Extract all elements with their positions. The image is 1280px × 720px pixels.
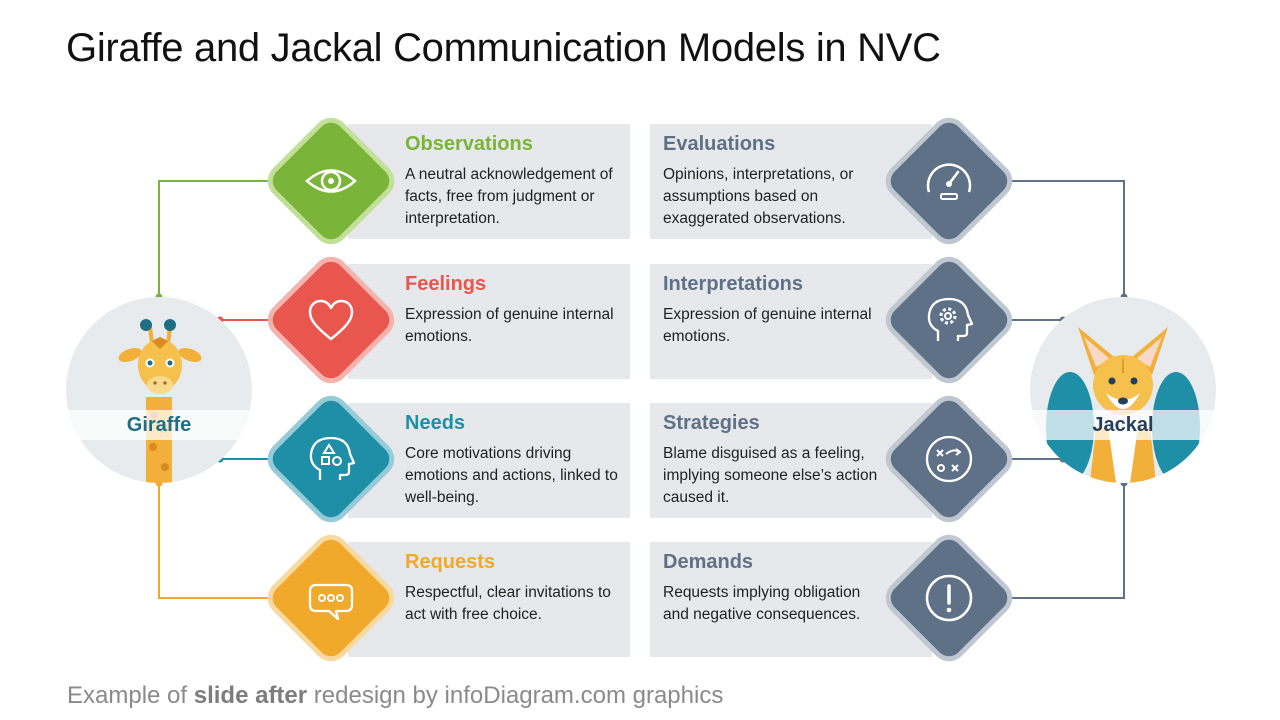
giraffe-avatar: Giraffe bbox=[66, 297, 252, 483]
giraffe-illustration bbox=[118, 319, 202, 483]
footer-suffix: redesign by infoDiagram.com graphics bbox=[307, 682, 724, 709]
giraffe-name-band bbox=[66, 410, 252, 440]
feelings-text: Expression of genuine internal emotions. bbox=[405, 306, 614, 345]
slide-title: Giraffe and Jackal Communication Models … bbox=[66, 26, 941, 70]
observations-title: Observations bbox=[405, 133, 533, 155]
observations-diamond bbox=[267, 117, 395, 245]
strategies-title: Strategies bbox=[663, 412, 760, 434]
feelings-title: Feelings bbox=[405, 273, 487, 295]
eye-icon bbox=[305, 169, 357, 193]
requests-title: Requests bbox=[405, 551, 496, 573]
speech-bubble-icon bbox=[308, 583, 354, 621]
needs-title: Needs bbox=[405, 412, 466, 434]
needs-diamond bbox=[267, 395, 395, 523]
needs-text: Core motivations driving emotions and ac… bbox=[405, 445, 618, 506]
strategies-text: Blame disguised as a feeling, implying s… bbox=[663, 445, 878, 506]
footer-caption: Example of slide after redesign by infoD… bbox=[67, 682, 723, 710]
footer-bold: slide after bbox=[193, 682, 308, 709]
gauge-icon bbox=[926, 163, 972, 200]
jackal-illustration bbox=[1046, 327, 1200, 483]
demands-title: Demands bbox=[663, 551, 754, 573]
demands-card: Demands Requests implying obligation and… bbox=[650, 542, 932, 657]
exclamation-icon bbox=[925, 574, 973, 622]
jackal-label: Jackal bbox=[1092, 414, 1154, 436]
demands-text: Requests implying obligation and negativ… bbox=[663, 584, 861, 623]
feelings-diamond bbox=[267, 256, 395, 384]
interpretations-text: Expression of genuine internal emotions. bbox=[663, 306, 872, 345]
head-shapes-icon bbox=[309, 436, 356, 480]
heart-icon bbox=[308, 299, 354, 341]
demands-diamond bbox=[885, 534, 1013, 662]
head-gear-icon bbox=[927, 297, 974, 341]
requests-diamond bbox=[267, 534, 395, 662]
footer-prefix: Example of bbox=[67, 682, 194, 709]
strategy-icon bbox=[925, 435, 973, 483]
requests-text: Respectful, clear invitations to act wit… bbox=[405, 584, 611, 623]
observations-text: A neutral acknowledgement of facts, free… bbox=[405, 166, 613, 227]
evaluations-card: Evaluations Opinions, interpretations, o… bbox=[650, 124, 932, 239]
interpretations-diamond bbox=[885, 256, 1013, 384]
feelings-card: Feelings Expression of genuine internal … bbox=[348, 264, 630, 379]
jackal-avatar: Jackal bbox=[1030, 297, 1216, 483]
interpretations-title: Interpretations bbox=[663, 273, 804, 295]
giraffe-label: Giraffe bbox=[126, 414, 192, 436]
interpretations-card: Interpretations Expression of genuine in… bbox=[650, 264, 932, 379]
strategies-diamond bbox=[885, 395, 1013, 523]
evaluations-diamond bbox=[885, 117, 1013, 245]
jackal-name-band bbox=[1030, 410, 1216, 440]
observations-card: Observations A neutral acknowledgement o… bbox=[348, 124, 630, 239]
strategies-card: Strategies Blame disguised as a feeling,… bbox=[650, 403, 932, 518]
evaluations-text: Opinions, interpretations, or assumption… bbox=[663, 166, 854, 227]
requests-card: Requests Respectful, clear invitations t… bbox=[348, 542, 630, 657]
needs-card: Needs Core motivations driving emotions … bbox=[348, 403, 630, 518]
evaluations-title: Evaluations bbox=[663, 133, 776, 155]
